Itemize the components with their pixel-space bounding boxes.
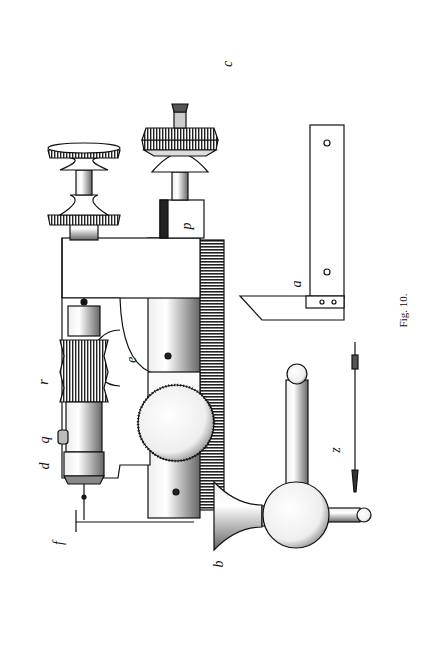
part-letter: p <box>180 222 194 229</box>
part-letter: r <box>37 380 51 385</box>
part-letter: a <box>290 280 304 287</box>
part-letter: b <box>212 560 226 567</box>
part-letter: q <box>38 436 52 443</box>
part-letter: c <box>221 61 235 67</box>
part-letter: f <box>52 541 66 545</box>
part-letter: d <box>38 462 52 469</box>
figure-number: Fig. 10. <box>398 294 409 328</box>
part-letter: z <box>329 448 343 453</box>
part-letter: e <box>125 357 139 363</box>
